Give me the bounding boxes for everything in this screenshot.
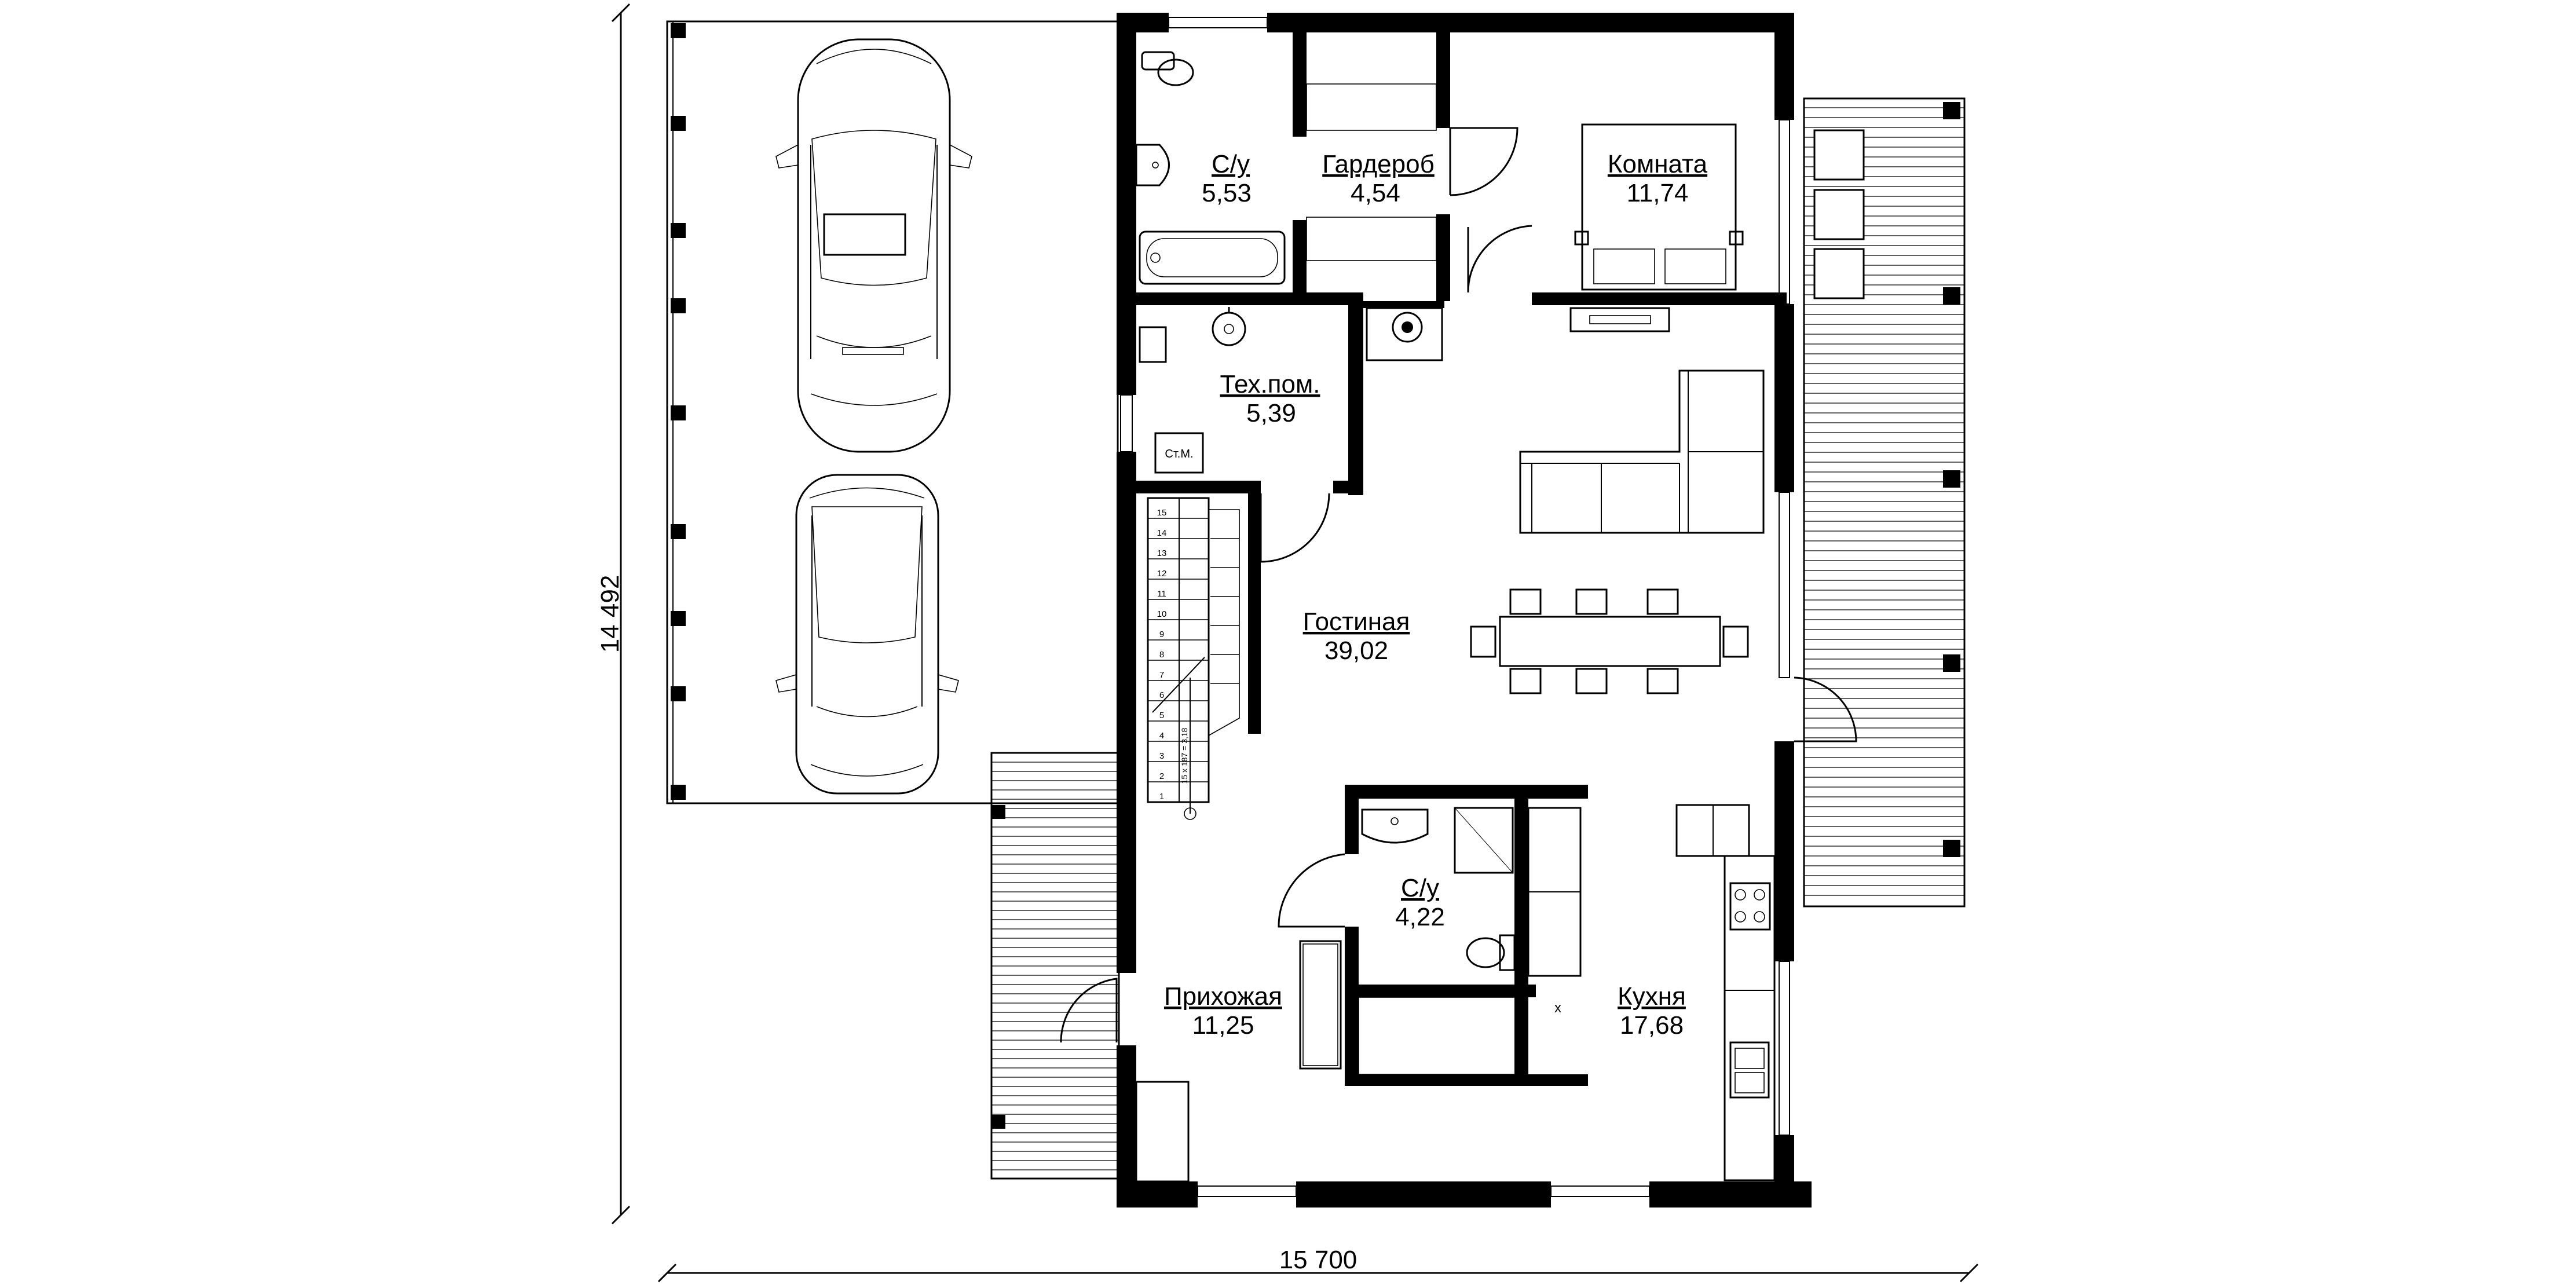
chair-icon <box>1813 189 1865 240</box>
stair-step-number: 5 <box>1159 711 1164 720</box>
bench-icon <box>1299 940 1342 1070</box>
room-tech: Тех.пом. 5,39 <box>1220 370 1320 427</box>
room-hall: Прихожая 11,25 <box>1164 982 1282 1040</box>
room-name: Кухня <box>1618 982 1686 1011</box>
porch-left <box>990 752 1120 1180</box>
interior-walls <box>1136 32 1787 1086</box>
dimension-vertical: 14 492 <box>596 3 631 1225</box>
closet-icon: x <box>1527 807 1582 1016</box>
wardrobe-unit-label: Ст.М. <box>1165 448 1193 460</box>
room-wc-top: С/у 5,53 <box>1202 150 1252 207</box>
storage-closet-icon <box>1358 997 1516 1075</box>
wardrobe-shelves <box>1306 83 1437 261</box>
terrace-right <box>1803 97 1966 908</box>
room-area: 11,25 <box>1192 1011 1254 1040</box>
room-name: Комната <box>1608 150 1708 178</box>
stair-step-number: 10 <box>1157 609 1167 619</box>
kitchen-island-icon <box>1675 804 1750 857</box>
room-name: Гардероб <box>1322 150 1435 178</box>
toilet-icon <box>1141 51 1194 86</box>
doors <box>1060 127 1857 1043</box>
stair-step-number: 2 <box>1159 771 1164 781</box>
room-area: 5,53 <box>1202 179 1252 207</box>
wardrobe-unit: Ст.М. <box>1154 432 1204 474</box>
room-name: С/у <box>1212 150 1250 178</box>
tv-stand-icon <box>1569 307 1670 332</box>
stair-note: 15 х 187 = 3,18 <box>1180 727 1189 784</box>
room-area: 5,39 <box>1246 399 1296 427</box>
stair-step-number: 7 <box>1159 670 1164 680</box>
carport-posts <box>671 23 686 800</box>
stair-step-number: 14 <box>1157 528 1167 538</box>
bathtub-icon <box>1139 230 1286 285</box>
dimension-height-label: 14 492 <box>596 575 624 653</box>
stair-step-number: 12 <box>1157 569 1167 579</box>
room-area: 17,68 <box>1620 1011 1684 1040</box>
room-wardrobe: Гардероб 4,54 <box>1322 150 1435 207</box>
room-kitchen: Кухня 17,68 <box>1618 982 1686 1040</box>
sink-icon <box>1139 326 1167 363</box>
dimension-width-label: 15 700 <box>1279 1246 1357 1274</box>
dimension-horizontal: 15 700 <box>657 1246 1979 1283</box>
stair-step-number: 11 <box>1157 589 1166 599</box>
room-name: С/у <box>1401 874 1439 902</box>
stove-icon <box>1729 882 1771 931</box>
stair-step-number: 3 <box>1159 751 1164 761</box>
car-icon <box>775 474 959 795</box>
exterior-walls <box>1117 13 1812 1208</box>
room-name: Прихожая <box>1164 982 1282 1011</box>
stair-step-number: 8 <box>1159 650 1164 660</box>
chair-icon <box>1813 129 1865 181</box>
dining-table-icon <box>1470 588 1749 694</box>
svg-text:x: x <box>1554 1000 1561 1016</box>
car-icon <box>775 38 972 453</box>
sink-icon <box>1361 808 1429 844</box>
room-area: 4,22 <box>1395 903 1445 931</box>
sofa-icon <box>1519 369 1765 534</box>
chair-icon <box>1813 248 1865 299</box>
sink-icon <box>1729 1041 1770 1099</box>
water-heater-icon <box>1212 307 1246 346</box>
stair-step-number: 15 <box>1157 508 1167 518</box>
room-bedroom: Комната 11,74 <box>1608 150 1708 207</box>
room-living: Гостиная 39,02 <box>1303 608 1410 665</box>
room-area: 4,54 <box>1351 179 1400 207</box>
room-name: Гостиная <box>1303 608 1410 636</box>
toilet-icon <box>1466 934 1516 971</box>
shower-icon <box>1454 807 1514 874</box>
room-name: Тех.пом. <box>1220 370 1320 398</box>
staircase: 1 2 3 4 5 6 7 8 9 10 11 12 13 14 15 15 х… <box>1147 497 1240 820</box>
shoe-cabinet-icon <box>1135 1081 1190 1183</box>
room-area: 39,02 <box>1324 636 1388 665</box>
carport <box>666 20 1119 804</box>
room-wc-mid: С/у 4,22 <box>1395 874 1445 931</box>
kitchen-counter-icon <box>1724 855 1776 1181</box>
stair-step-number: 1 <box>1159 792 1164 802</box>
stair-step-number: 13 <box>1157 548 1167 558</box>
stair-step-number: 4 <box>1159 731 1164 741</box>
bed-icon <box>1574 123 1744 291</box>
stair-step-number: 6 <box>1159 690 1164 700</box>
stair-step-number: 9 <box>1159 630 1164 639</box>
sink-icon <box>1135 144 1170 186</box>
room-area: 11,74 <box>1627 179 1689 207</box>
boiler-icon <box>1366 307 1443 361</box>
